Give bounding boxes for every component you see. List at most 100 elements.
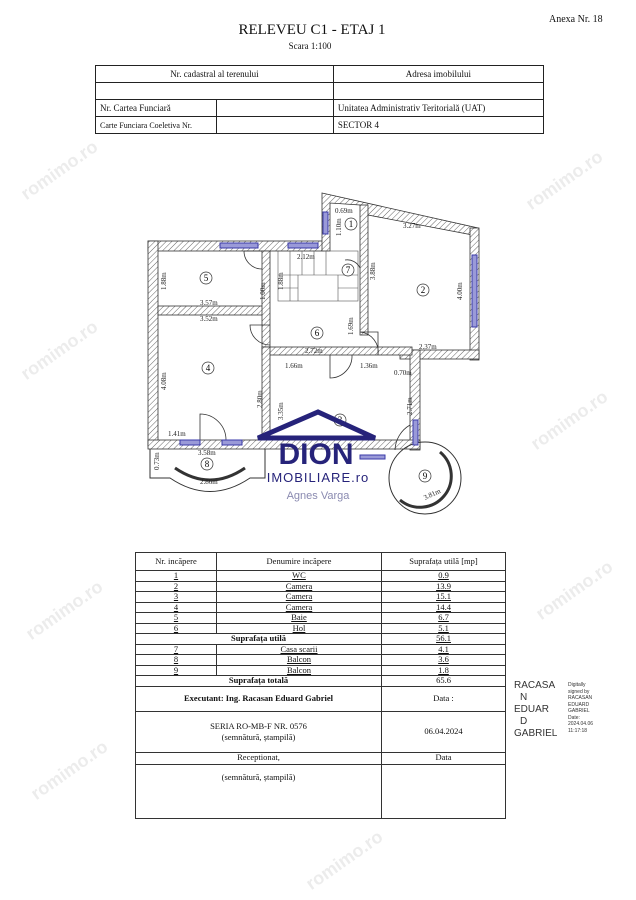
header-room-name: Denumire incăpere <box>216 552 382 571</box>
dim-label: 3.35m <box>277 402 285 420</box>
dim-label: 1.88m <box>160 272 168 290</box>
room-name: Camera <box>216 601 382 613</box>
sig-line: EDUAR <box>514 704 550 715</box>
room-number-8: 8 <box>205 459 210 469</box>
header-room-area: Suprafața utilă [mp] <box>381 552 506 571</box>
dion-logo: DION IMOBILIARE.ro Agnes Varga <box>257 409 377 502</box>
total-area-label: Suprafața totală <box>135 675 382 687</box>
dim-label: 3.57m <box>200 299 218 307</box>
sig-line: GABRIEL <box>514 728 558 739</box>
date-value: 06.04.2024 <box>381 710 506 753</box>
room-area: 15.1 <box>381 591 506 603</box>
date-label-2: Data <box>381 751 506 765</box>
room-name: Balcon <box>216 654 382 666</box>
room-number-9: 9 <box>423 471 428 481</box>
room-name: Camera <box>216 580 382 592</box>
sig-detail: EDUARD <box>568 701 590 708</box>
room-nr: 4 <box>135 601 217 613</box>
dim-label: 2.80m <box>256 390 264 408</box>
dim-label: 1.36m <box>360 362 378 370</box>
room-nr: 1 <box>135 570 217 582</box>
land-book-value <box>216 99 334 117</box>
dim-label: 0.70m <box>394 369 412 377</box>
cadastral-number-label: Nr. cadastral al terenului <box>95 65 334 83</box>
dimension-labels: 0.69m 1.10m 3.27m 2.12m 3.88m 1.88m 1.88… <box>153 207 464 502</box>
dim-label: 4.08m <box>160 372 168 390</box>
address-label: Adresa imobilului <box>332 65 545 83</box>
sig-detail: Date: <box>568 714 580 721</box>
balcony-9-railing <box>399 450 453 509</box>
dim-label: 2.72m <box>305 347 323 355</box>
dim-label: 3.52m <box>200 315 218 323</box>
room-name: Camera <box>216 591 382 603</box>
room-area: 0.9 <box>381 570 506 582</box>
dim-label: 3.58m <box>198 449 216 457</box>
sig-detail: Digitally <box>568 682 586 688</box>
dim-label: 1.66m <box>285 362 303 370</box>
room-nr: 5 <box>135 612 217 624</box>
room-area: 3.6 <box>381 654 506 666</box>
dim-label: 1.00m <box>259 282 267 300</box>
digital-signature-name: RACASA N EDUAR D GABRIEL <box>514 680 557 740</box>
room-area: 6.7 <box>381 612 506 624</box>
room-name: Baie <box>216 612 382 624</box>
received-date-value <box>381 763 506 819</box>
staircase <box>277 250 359 302</box>
room-name: Balcon <box>216 664 382 676</box>
logo-sub: IMOBILIARE.ro <box>267 470 370 485</box>
watermark: romimo.ro <box>302 826 387 894</box>
sig-detail: 11:17:18 <box>568 727 588 734</box>
room-nr: 3 <box>135 591 217 603</box>
sign-stamp-label: (semnătură, ștampilă) <box>221 731 296 742</box>
room-name: Hol <box>216 622 382 634</box>
dim-label: 1.69m <box>347 317 355 335</box>
room-nr: 8 <box>135 654 217 666</box>
dim-label: 2.86m <box>200 478 218 486</box>
balcony-8-outline <box>149 449 266 492</box>
watermark: romimo.ro <box>27 736 112 804</box>
sig-line: D <box>520 716 528 727</box>
annex-number: Anexa Nr. 18 <box>549 14 603 25</box>
windows <box>179 211 478 460</box>
room-area: 4.1 <box>381 643 506 655</box>
title-text: RELEVEU C1 - ETAJ 1 <box>238 22 386 38</box>
room-name: Casa scarii <box>216 643 382 655</box>
sig-detail: RACASAN <box>568 695 593 701</box>
dim-label: 1.41m <box>168 430 186 438</box>
room-area: 5.1 <box>381 622 506 634</box>
rooms-table: Nr. incăpere Denumire incăpere Suprafața… <box>135 552 506 819</box>
cadastral-table: Nr. cadastral al terenului Adresa imobil… <box>95 65 545 134</box>
dim-label: 1.88m <box>277 272 285 290</box>
room-name: WC <box>216 570 382 582</box>
date-label: Data : <box>381 685 506 712</box>
dim-label: 4.00m <box>456 282 464 300</box>
room-number-1: 1 <box>349 219 354 229</box>
dim-label: 2.71m <box>406 397 414 415</box>
logo-agent: Agnes Varga <box>287 490 351 502</box>
dim-label: 0.69m <box>335 207 353 215</box>
floor-plan: 1 2 3 4 5 6 7 8 9 0.69m 1.10m 3.27m 2.12… <box>147 192 480 515</box>
digital-signature-details: Digitally signed by RACASAN EDUARD GABRI… <box>568 682 593 734</box>
land-book-label: Nr. Cartea Funciară <box>95 99 217 117</box>
header-room-nr: Nr. incăpere <box>135 552 217 571</box>
room-number-2: 2 <box>421 285 426 295</box>
room-area: 1.8 <box>381 664 506 676</box>
address-value <box>332 82 545 100</box>
dim-label: 0.73m <box>153 452 161 470</box>
cadastral-number-value <box>95 82 334 100</box>
doors <box>199 250 411 451</box>
dim-label: 3.27m <box>403 222 421 230</box>
dim-label: 3.88m <box>369 262 377 280</box>
room-number-5: 5 <box>204 273 209 283</box>
room-area: 13.9 <box>381 580 506 592</box>
collective-book-label: Carte Funciara Coeletiva Nr. <box>95 116 217 134</box>
